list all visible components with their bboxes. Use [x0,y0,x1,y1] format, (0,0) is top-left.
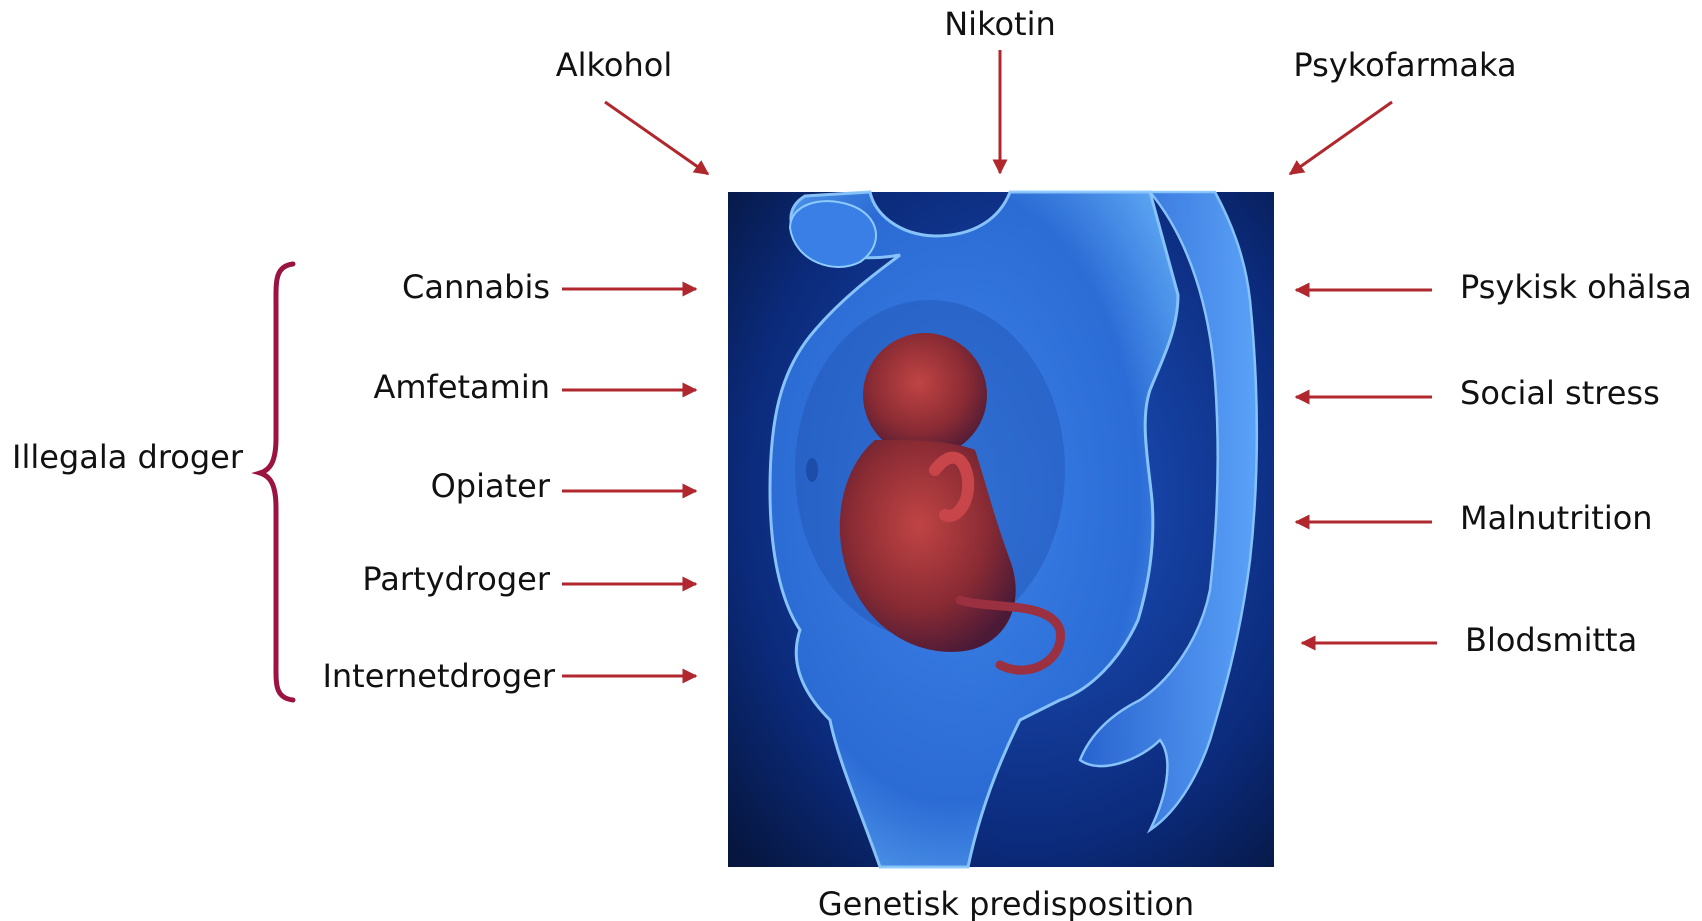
label-psykisk-ohalsa: Psykisk ohälsa [1460,268,1692,306]
arrow-alcohol [605,102,708,174]
label-alcohol: Alkohol [556,46,673,84]
label-psychopharmaca: Psykofarmaka [1293,46,1516,84]
label-blodsmitta: Blodsmitta [1465,621,1637,659]
label-cannabis: Cannabis [402,268,550,306]
label-amfetamin: Amfetamin [373,368,550,406]
label-malnutrition: Malnutrition [1460,499,1653,537]
arrow-psychopharmaca [1290,102,1392,174]
label-opiater: Opiater [431,467,551,505]
label-partydroger: Partydroger [362,560,550,598]
label-internetdroger: Internetdroger [322,657,555,695]
label-genetic-predisposition: Genetisk predisposition [818,885,1194,921]
label-nicotine: Nikotin [944,5,1056,43]
label-social-stress: Social stress [1460,374,1660,412]
illegal-drugs-brace [260,264,293,700]
pregnancy-illustration [728,192,1274,867]
label-illegal-drugs: Illegala droger [12,438,244,476]
